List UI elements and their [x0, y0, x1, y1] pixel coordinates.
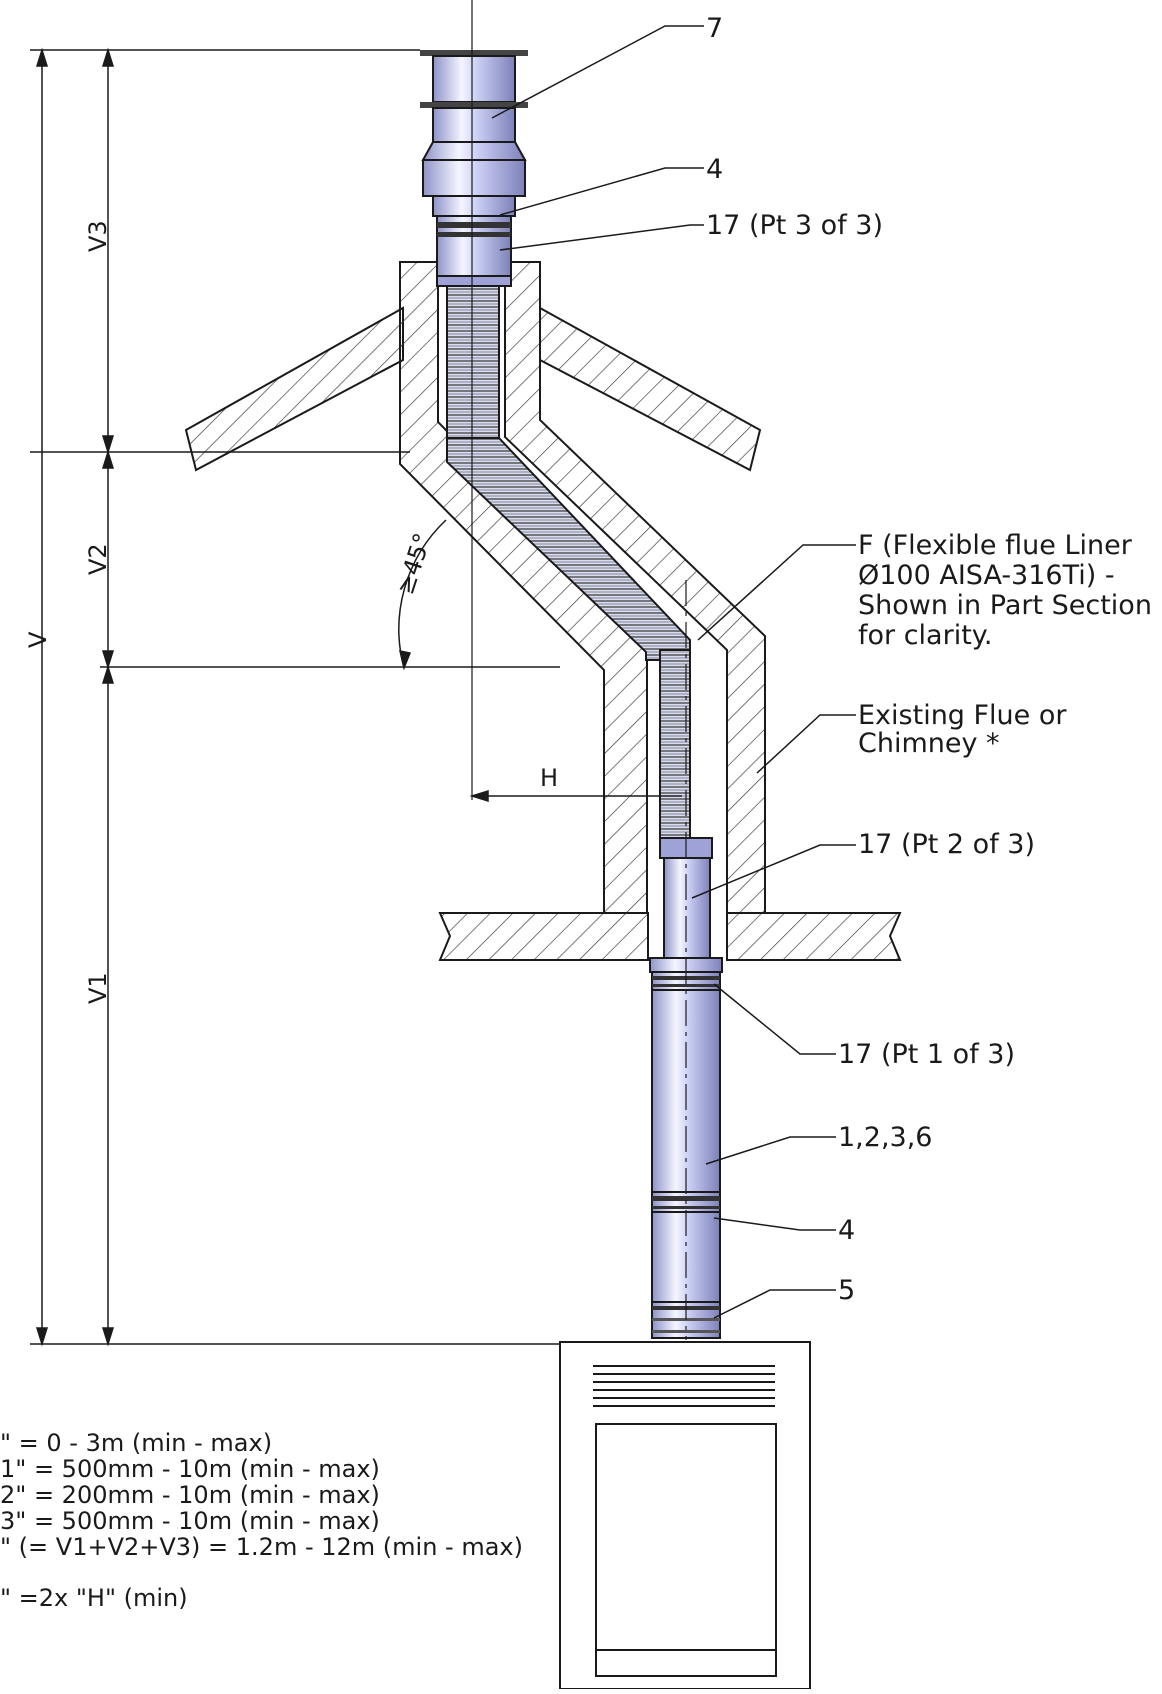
- note-line-5: " (= V1+V2+V3) = 1.2m - 12m (min - max): [0, 1533, 523, 1561]
- callout-4-bottom: 4: [838, 1215, 855, 1246]
- callout-17-pt2: 17 (Pt 2 of 3): [858, 829, 1035, 860]
- note-line-6: " =2x "H" (min): [0, 1584, 188, 1612]
- leader-lines: [491, 25, 856, 1319]
- dim-label-angle: ≥45°: [391, 530, 437, 598]
- callout-existing-flue-line1: Existing Flue or: [858, 700, 1067, 731]
- adaptor-pt3: [436, 215, 512, 287]
- callout-4-top: 4: [706, 154, 723, 185]
- dimension-lines: [30, 47, 682, 1347]
- callout-flexible-liner-line3: Shown in Part Section: [858, 590, 1152, 621]
- dim-label-v: V: [24, 631, 52, 648]
- note-line-1: " = 0 - 3m (min - max): [0, 1429, 272, 1457]
- floor-slab: [438, 912, 902, 961]
- callout-existing-flue-line2: Chimney *: [858, 728, 1000, 759]
- adaptor-pt2: [659, 837, 713, 959]
- note-line-2: 1" = 500mm - 10m (min - max): [0, 1455, 380, 1483]
- dim-label-h: H: [540, 764, 558, 792]
- callout-17-pt1: 17 (Pt 1 of 3): [838, 1039, 1015, 1070]
- callout-flexible-liner-line1: F (Flexible flue Liner: [858, 530, 1133, 561]
- callout-flexible-liner-line4: for clarity.: [858, 620, 993, 651]
- note-line-4: 3" = 500mm - 10m (min - max): [0, 1507, 380, 1535]
- dim-label-v2: V2: [84, 543, 112, 575]
- callout-flexible-liner-line2: Ø100 AISA-316Ti) -: [858, 560, 1115, 591]
- callout-5: 5: [838, 1275, 855, 1306]
- flexible-flue-liner: [446, 285, 691, 841]
- dim-label-v3: V3: [84, 220, 112, 252]
- callout-1-2-3-6: 1,2,3,6: [838, 1122, 932, 1153]
- dim-label-v1: V1: [84, 972, 112, 1004]
- callout-7: 7: [706, 13, 723, 44]
- flue-terminal: [420, 50, 528, 217]
- stove-appliance: [559, 1341, 811, 1690]
- note-line-3: 2" = 200mm - 10m (min - max): [0, 1481, 380, 1509]
- callout-17-pt3: 17 (Pt 3 of 3): [706, 210, 883, 241]
